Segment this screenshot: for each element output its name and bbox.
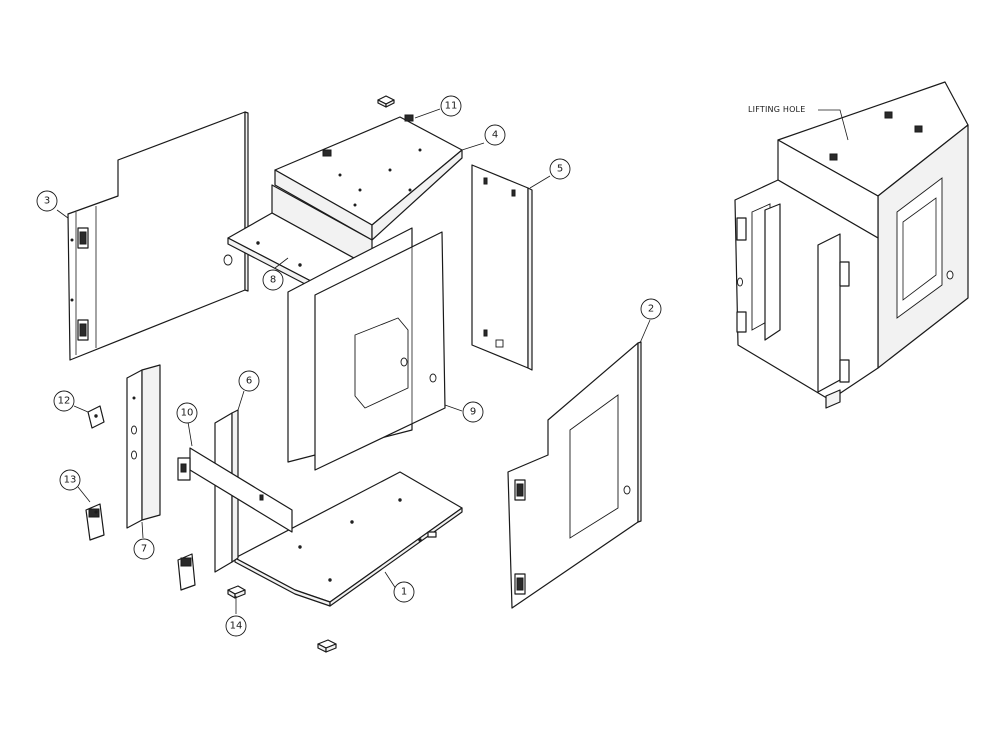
svg-text:3: 3 — [44, 196, 50, 207]
callout-8: 8 — [262, 269, 284, 291]
svg-text:14: 14 — [230, 621, 243, 632]
part-3-side-panel — [67, 111, 249, 361]
svg-text:11: 11 — [445, 101, 458, 112]
svg-text:9: 9 — [470, 407, 476, 418]
part-13-tab — [85, 503, 105, 541]
callout-5: 5 — [549, 158, 571, 180]
part-2-side-panel — [507, 341, 642, 609]
callout-12: 12 — [53, 390, 75, 412]
tab-bracket — [177, 553, 196, 591]
svg-text:5: 5 — [557, 164, 563, 175]
part-9-rear-panel — [287, 227, 446, 471]
part-12-plate — [87, 405, 105, 429]
assembled-view — [734, 81, 969, 409]
callout-1: 1 — [393, 581, 415, 603]
part-10-strap — [177, 447, 293, 533]
callout-13: 13 — [59, 469, 81, 491]
svg-text:12: 12 — [58, 396, 71, 407]
part-6-channel — [214, 409, 239, 573]
svg-text:8: 8 — [270, 275, 276, 286]
svg-text:4: 4 — [492, 130, 498, 141]
callout-11: 11 — [440, 95, 462, 117]
callout-10: 10 — [176, 402, 198, 424]
lifting-hole-note: LIFTING HOLE — [748, 105, 805, 114]
foot — [317, 639, 337, 653]
svg-text:2: 2 — [648, 304, 654, 315]
part-11-pad — [377, 95, 395, 108]
callout-14: 14 — [225, 615, 247, 637]
svg-text:1: 1 — [401, 587, 407, 598]
callout-2: 2 — [640, 298, 662, 320]
part-7-post — [126, 364, 161, 529]
svg-text:10: 10 — [181, 408, 194, 419]
svg-text:13: 13 — [64, 475, 77, 486]
part-5-narrow-panel — [471, 164, 533, 371]
svg-text:7: 7 — [141, 544, 147, 555]
part-4-top-panel — [274, 114, 463, 241]
callout-7: 7 — [133, 538, 155, 560]
callout-3: 3 — [36, 190, 58, 212]
callout-4: 4 — [484, 124, 506, 146]
callout-6: 6 — [238, 370, 260, 392]
callout-9: 9 — [462, 401, 484, 423]
part-14-foot — [227, 585, 246, 599]
part-1-base-plate — [234, 471, 463, 607]
svg-text:6: 6 — [246, 376, 252, 387]
